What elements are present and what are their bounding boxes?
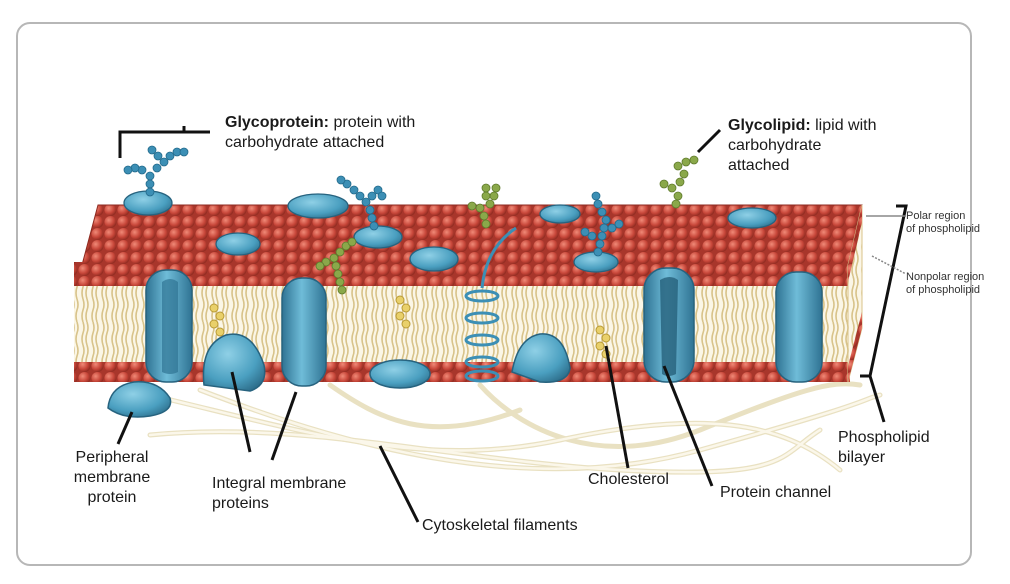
- protein-channel-label: Protein channel: [720, 484, 832, 501]
- glycolipid-carbohydrate-1: [467, 183, 501, 229]
- surface-protein-2: [287, 193, 349, 219]
- glycoprotein-label: Glycoprotein: protein with carbohydrate …: [225, 114, 416, 151]
- protein-channel: [643, 267, 695, 383]
- surface-protein-4: [353, 225, 403, 249]
- integral-leader-1: [230, 371, 252, 453]
- glycoprotein-carbohydrate-1: [123, 145, 189, 197]
- peripheral-protein: [107, 381, 172, 418]
- glycolipid-label: Glycolipid: lipid with carbohydrate atta…: [728, 117, 877, 174]
- integral-leader-2: [270, 391, 298, 461]
- glycoprotein-carbohydrate-2: [336, 175, 387, 231]
- bilayer-leader: [868, 375, 886, 423]
- surface-protein-5: [409, 246, 459, 272]
- glycolipid-carbohydrate-3: [315, 237, 357, 295]
- glycoprotein-bracket: [118, 130, 210, 158]
- integral-protein-b: [281, 277, 327, 387]
- leader-lines: [116, 126, 908, 523]
- integral-protein-c: [775, 271, 823, 383]
- cytoskeletal-filaments-label: Cytoskeletal filaments: [422, 517, 578, 534]
- surface-protein-8: [727, 207, 777, 229]
- membrane-tails: [74, 286, 850, 362]
- cytoskeletal-filaments: [147, 381, 883, 475]
- channel-leader: [662, 365, 714, 487]
- glycolipid-carbohydrate-2: [659, 155, 699, 209]
- membrane-front-top-heads: [74, 262, 850, 286]
- helical-protein: [464, 226, 517, 383]
- glycoprotein-carbohydrate-3: [580, 191, 624, 257]
- cytoskeletal-leader: [378, 445, 420, 523]
- integral-protein-a: [145, 269, 193, 383]
- integral-protein-bottom-mid: [369, 359, 431, 389]
- surface-protein-3: [215, 232, 261, 256]
- nonpolar-leader: [871, 255, 907, 275]
- integral-protein-lower-2: [511, 333, 571, 383]
- cholesterol-label: Cholesterol: [588, 471, 669, 488]
- cholesterol-leader: [604, 345, 630, 469]
- peripheral-leader: [116, 411, 134, 445]
- bilayer-bracket: [860, 204, 908, 378]
- integral-protein-lower: [202, 333, 266, 392]
- glycolipid-leader: [696, 128, 722, 154]
- surface-protein-6: [539, 204, 581, 224]
